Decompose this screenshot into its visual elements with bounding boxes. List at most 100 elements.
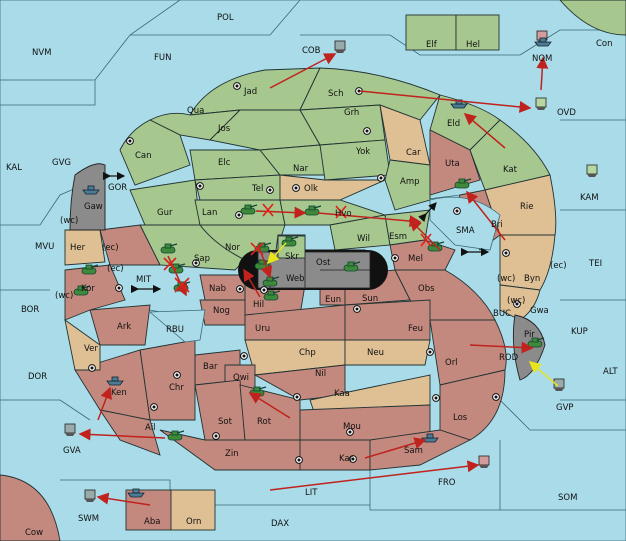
label-pir: Pir [524,330,535,340]
coast-tag: (wc) [55,291,73,301]
coast-tag: (ec) [550,261,567,271]
label-feu: Feu [408,324,423,334]
label-rot: Rot [257,417,272,427]
label-gor: GOR [108,183,127,193]
label-cow: Cow [25,528,43,538]
region-olk[interactable] [279,174,386,201]
label-rod: ROD [499,353,519,363]
label-wil: Wil [357,234,370,244]
label-skr: Skr [285,252,299,262]
region-kor[interactable] [64,264,126,321]
label-sam: Sam [404,446,423,456]
label-gva: GVA [63,446,81,456]
label-nom: NOM [532,54,552,64]
label-nor: Nor [225,243,241,253]
label-amp: Amp [400,177,420,187]
label-nar: Nar [293,164,309,174]
label-sma: SMA [456,226,475,236]
label-bar: Bar [203,362,218,372]
label-los: Los [453,413,468,423]
label-jos: Jos [217,124,231,134]
label-olk: Olk [304,184,318,194]
label-sot: Sot [218,417,233,427]
label-cob: COB [302,46,321,56]
label-uru: Uru [255,324,270,334]
label-nog: Nog [213,306,230,316]
label-kat: Kat [503,165,518,175]
label-lan: Lan [202,208,217,218]
label-mou: Mou [343,422,361,432]
label-ovd: OVD [557,108,576,118]
region-uta[interactable] [429,129,481,196]
label-som: SOM [558,493,577,503]
region-ver[interactable] [64,318,101,371]
failed-orders [163,203,432,293]
label-ost: Ost [316,258,331,268]
label-rbu: RBU [166,325,184,335]
region-yok[interactable] [319,139,391,181]
label-gaw: Gaw [84,202,103,212]
label-ail: Ail [145,423,156,433]
label-esm: Esm [389,232,407,242]
label-gwa: Gwa [530,306,549,316]
region-elf[interactable] [405,14,457,51]
label-elc: Elc [218,158,231,168]
region-kar[interactable] [299,439,371,471]
label-eld: Eld [447,119,460,129]
region-hel[interactable] [455,14,500,51]
label-hvo: Hvo [335,209,352,219]
label-kor: Kor [81,284,95,294]
label-tel: Tel [251,184,263,194]
region-neu[interactable] [344,339,431,366]
label-con: Con [596,39,613,49]
label-ken: Ken [111,388,127,398]
label-sch: Sch [328,89,343,99]
region-amp[interactable] [384,159,431,211]
label-fro: FRO [438,478,456,488]
region-can[interactable] [119,119,191,186]
coast-tag: (ec) [102,243,119,253]
label-alt: ALT [603,367,618,377]
label-hil: Hil [253,300,264,310]
region-ark[interactable] [89,304,151,346]
label-kaa: Kaa [334,389,350,399]
region-orn[interactable] [170,489,216,531]
lake-rbu [148,309,206,343]
label-orn: Orn [186,517,201,527]
coast-tag: (ec) [107,264,124,274]
label-sun: Sun [362,294,378,304]
label-bor: BOR [21,305,39,315]
label-ver: Ver [84,344,98,354]
label-sap: Sap [194,254,210,264]
label-nvm: NVM [32,48,52,58]
label-buc: BUC [493,309,511,319]
label-obs: Obs [418,284,435,294]
coast-tag: (wc) [497,274,515,284]
label-chr: Chr [169,383,184,393]
label-dor: DOR [28,372,47,382]
label-kup: KUP [571,327,588,337]
label-swm: SWM [78,514,99,524]
continent-north [119,67,441,271]
label-mvu: MVU [35,242,54,252]
label-gur: Gur [157,208,173,218]
region-gaw[interactable] [69,163,106,231]
passages [102,171,490,294]
label-grh: Grh [344,108,359,118]
label-uta: Uta [445,159,460,169]
label-can: Can [135,151,152,161]
coast-tags: (wc) (ec) (ec) (wc) (wc) (ec) (wc) [55,216,567,306]
label-qua: Qua [187,106,204,116]
label-gvp: GVP [556,403,574,413]
coast-tag: (wc) [60,216,78,226]
label-qwi: Qwi [233,373,249,383]
label-gvg: GVG [52,158,71,168]
label-ark: Ark [117,322,131,332]
label-mit: MIT [136,275,152,285]
region-mvu [99,224,161,266]
label-elf: Elf [426,40,438,50]
region-ail[interactable] [99,409,161,456]
label-fun: FUN [154,53,171,63]
region-sam[interactable] [369,429,472,471]
